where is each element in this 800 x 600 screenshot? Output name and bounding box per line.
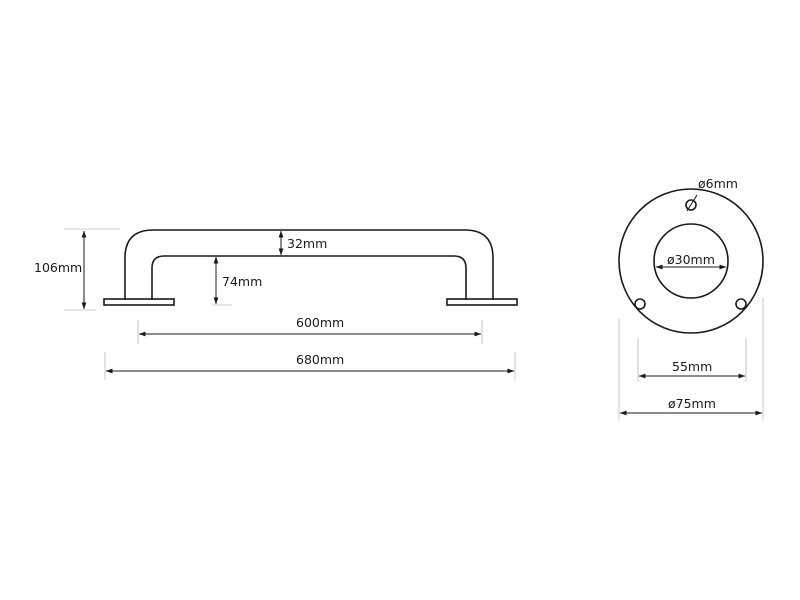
label-overall-width: 680mm	[296, 352, 344, 367]
grab-bar-side-view	[103, 229, 518, 306]
side-view-dimension-lines	[81, 230, 515, 374]
bar-outer-outline	[124, 229, 494, 300]
right-mounting-plate	[446, 298, 518, 306]
bar-inner-outline	[151, 255, 467, 300]
screw-hole-left	[634, 298, 646, 310]
screw-hole-diameter-mark	[686, 194, 698, 212]
label-flange-diameter: ø75mm	[668, 396, 716, 411]
front-view-extension-lines	[618, 298, 764, 420]
front-view-dimension-lines	[619, 264, 763, 416]
label-inner-height: 74mm	[222, 274, 262, 289]
left-mounting-plate	[103, 298, 175, 306]
screw-hole-right	[735, 298, 747, 310]
flange-center-opening	[653, 223, 729, 299]
side-view-extension-lines	[64, 228, 516, 380]
label-inner-width: 600mm	[296, 315, 344, 330]
flange-front-view	[618, 188, 764, 334]
label-hole-spacing: 55mm	[672, 359, 712, 374]
screw-hole-top	[685, 199, 697, 211]
label-screw-hole-diameter: ø6mm	[698, 176, 738, 191]
label-tube-diameter: 32mm	[287, 236, 327, 251]
label-center-diameter: ø30mm	[667, 252, 715, 267]
label-total-height: 106mm	[34, 260, 82, 275]
flange-outer-circle	[618, 188, 764, 334]
